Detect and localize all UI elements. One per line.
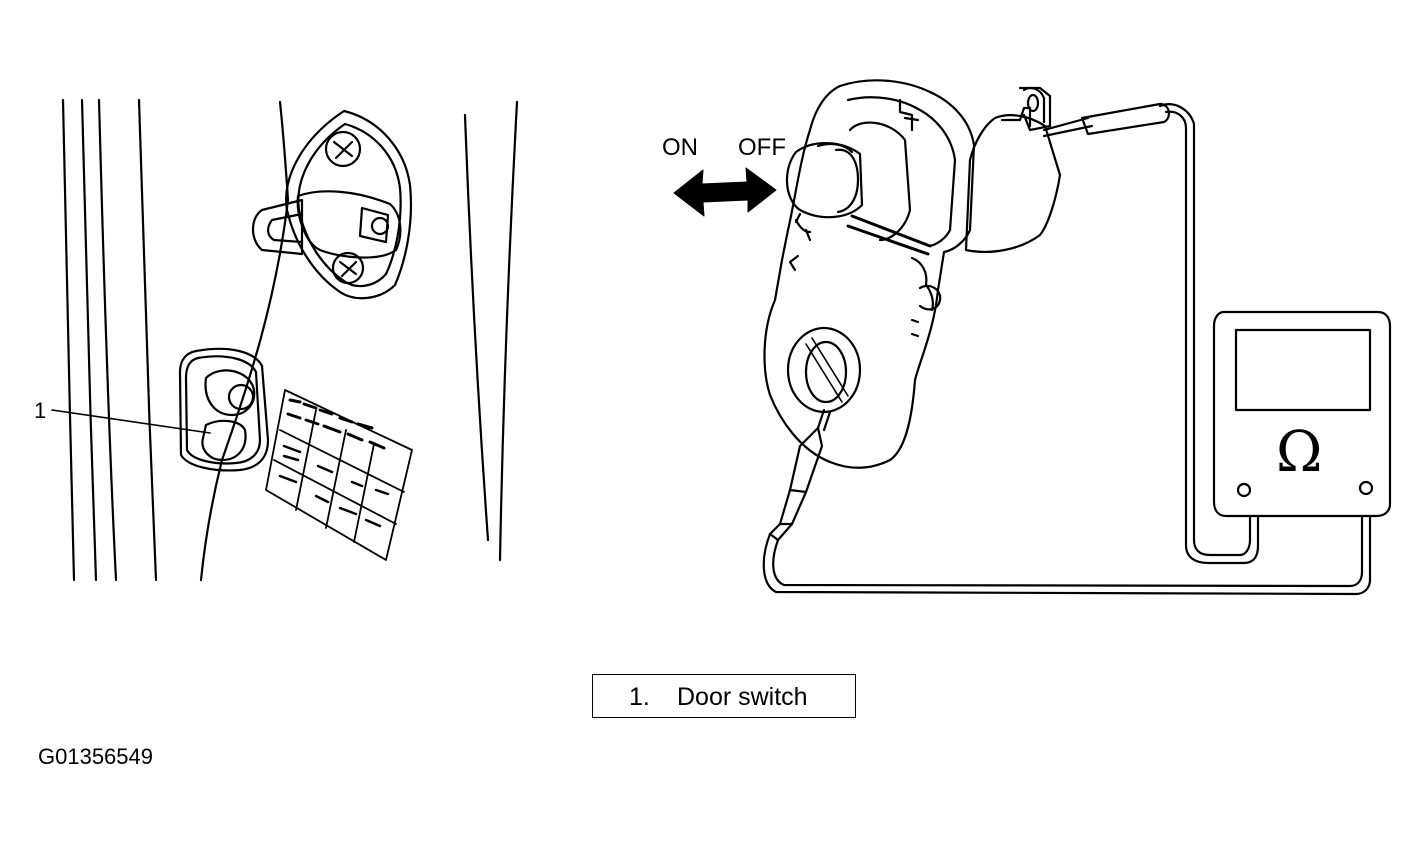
switch-label-off: OFF — [738, 134, 786, 161]
label-plate — [265, 389, 413, 561]
door-striker-icon — [251, 109, 413, 300]
caption-box: 1. Door switch — [592, 674, 856, 718]
removed-switch-body — [763, 79, 976, 469]
test-lead-lower — [762, 408, 1372, 596]
connector-housing — [964, 86, 1094, 253]
plunger — [785, 142, 864, 219]
test-lead-icon — [1080, 102, 1260, 565]
switch-label-on: ON — [662, 134, 698, 161]
callout-number: 1 — [34, 398, 47, 423]
figure-id: G01356549 — [38, 744, 153, 769]
callout-leader — [51, 409, 211, 434]
double-arrow-icon — [673, 167, 777, 217]
ohm-symbol: Ω — [1276, 420, 1323, 485]
caption-text: Door switch — [677, 683, 808, 711]
door-switch-icon — [178, 347, 270, 472]
caption-number: 1. — [629, 683, 650, 711]
ohmmeter-icon — [1212, 310, 1392, 518]
door-pillar — [61, 98, 519, 582]
